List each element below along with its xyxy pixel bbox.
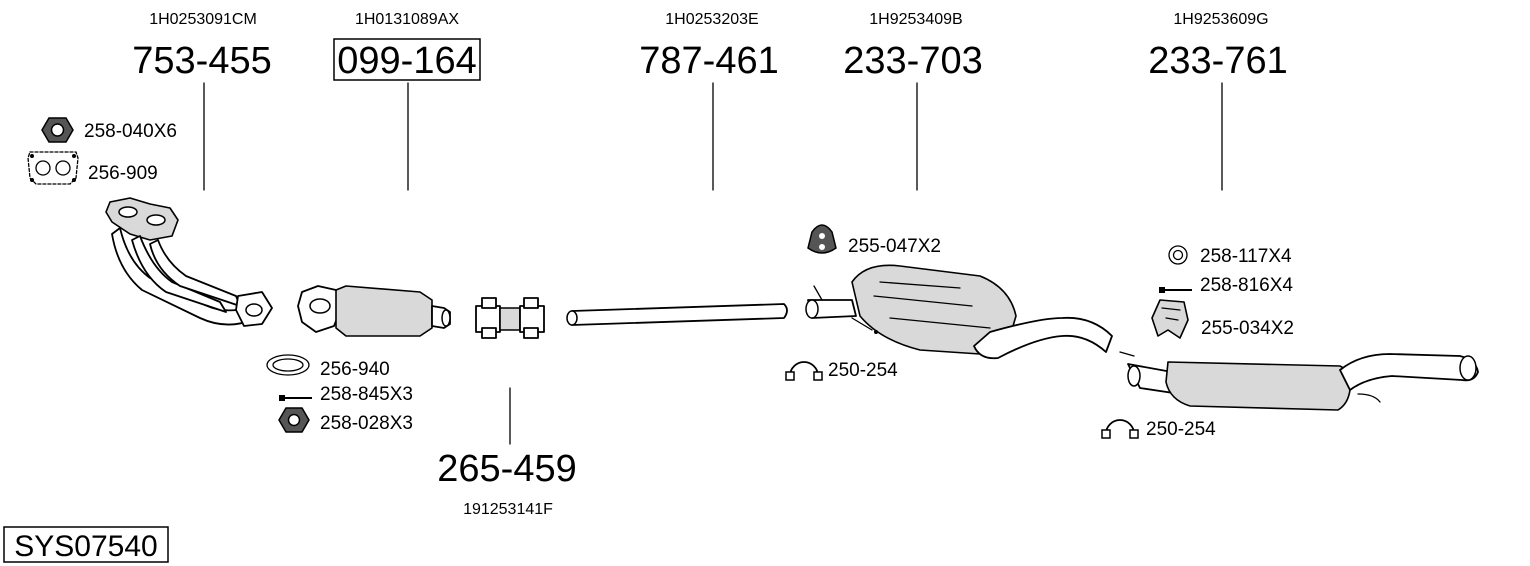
accessory-label: 250-254: [1146, 419, 1216, 440]
accessory-255-047X2[interactable]: 255-047X2: [807, 224, 941, 257]
bolt-icon: [1159, 287, 1192, 293]
oe-number: 1H9253609G: [1173, 11, 1268, 28]
part-number: 265-459: [437, 448, 576, 490]
accessory-250-254-a[interactable]: 250-254: [785, 360, 898, 381]
accessory-label: 250-254: [828, 360, 898, 381]
part-753-455[interactable]: 1H0253091CM 753-455: [132, 11, 272, 191]
part-233-761[interactable]: 1H9253609G 233-761: [1148, 11, 1288, 191]
part-099-164[interactable]: 1H0131089AX 099-164: [333, 11, 481, 191]
accessory-258-028X3[interactable]: 258-028X3: [278, 407, 413, 434]
rear-muffler-drawing[interactable]: [1119, 351, 1479, 411]
nut-icon: [278, 407, 310, 433]
part-number: 099-164: [337, 40, 476, 82]
accessory-256-940[interactable]: 256-940: [266, 354, 390, 380]
accessory-label: 258-816X4: [1200, 275, 1293, 296]
accessory-label: 258-040X6: [84, 121, 177, 142]
oe-number: 1H0131089AX: [355, 11, 459, 28]
clamp-icon: [785, 361, 823, 381]
rubber-hanger-icon: [807, 224, 837, 254]
part-787-461[interactable]: 1H0253203E 787-461: [639, 11, 779, 191]
ring-gasket-icon: [266, 354, 310, 376]
accessory-label: 255-034X2: [1201, 318, 1294, 339]
washer-icon: [1168, 245, 1188, 265]
oe-number: 1H0253203E: [665, 11, 758, 28]
part-number-box: [333, 38, 481, 81]
accessory-label: 256-909: [88, 163, 158, 184]
accessory-label: 256-940: [320, 359, 390, 380]
oe-number: 1H0253091CM: [149, 11, 257, 28]
center-muffler-drawing[interactable]: [805, 264, 1113, 360]
part-number: 233-761: [1148, 40, 1287, 82]
accessory-258-040X6[interactable]: 258-040X6: [41, 117, 177, 143]
accessory-250-254-b[interactable]: 250-254: [1101, 419, 1216, 440]
nut-icon: [41, 117, 74, 143]
part-233-703[interactable]: 1H9253409B 233-703: [843, 11, 983, 191]
accessory-258-816X4[interactable]: 258-816X4: [1159, 275, 1293, 296]
system-code-box: [3, 526, 169, 563]
system-code: SYS07540: [3, 526, 169, 563]
accessory-255-034X2[interactable]: 255-034X2: [1151, 299, 1294, 339]
accessory-label: 258-028X3: [320, 413, 413, 434]
part-number: 787-461: [639, 40, 778, 82]
accessory-label: 258-845X3: [320, 384, 413, 405]
accessory-label: 258-117X4: [1200, 246, 1292, 267]
part-number: 753-455: [132, 40, 271, 82]
catalytic-converter-drawing[interactable]: [297, 285, 451, 337]
mounting-bracket-icon: [1151, 299, 1189, 339]
clamp-icon: [1101, 419, 1139, 439]
intermediate-pipe-drawing[interactable]: [566, 303, 788, 326]
part-number: 233-703: [843, 40, 982, 82]
accessory-258-117X4[interactable]: 258-117X4: [1168, 245, 1292, 267]
front-pipe-drawing[interactable]: [105, 197, 273, 327]
connector-drawing[interactable]: [475, 297, 545, 339]
accessory-258-845X3[interactable]: 258-845X3: [279, 384, 413, 405]
oe-number: 1H9253409B: [869, 11, 962, 28]
oe-number: 191253141F: [463, 501, 553, 518]
bolt-icon: [279, 395, 312, 401]
accessory-label: 255-047X2: [848, 236, 941, 257]
part-265-459[interactable]: 265-459 191253141F: [437, 387, 577, 518]
flange-gasket-icon: [27, 151, 79, 185]
accessory-256-909[interactable]: 256-909: [27, 151, 158, 185]
system-code-label: SYS07540: [14, 530, 157, 563]
